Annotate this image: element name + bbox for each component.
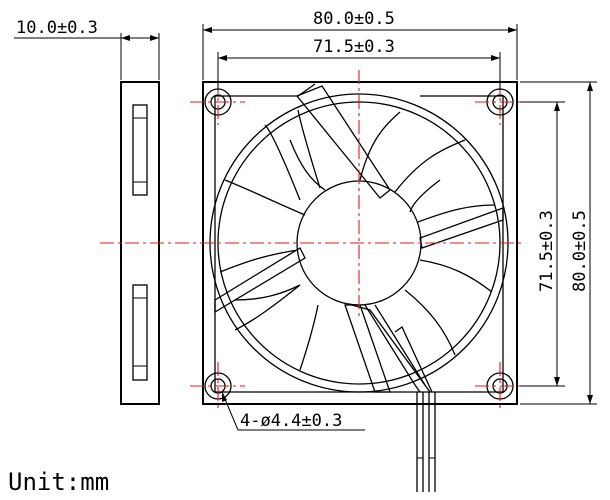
unit-label: Unit:mm (8, 468, 109, 496)
front-view: 80.0±0.5 71.5±0.3 71.5±0.3 80.0±0.5 4-ø4… (100, 9, 597, 492)
side-thickness-label: 10.0±0.3 (16, 18, 98, 38)
side-slot-top (132, 104, 148, 196)
lead-wires (364, 304, 436, 492)
frame-width-label: 80.0±0.5 (313, 9, 395, 29)
hole-pitch-h-label: 71.5±0.3 (313, 37, 395, 57)
frame-height-label: 80.0±0.5 (570, 210, 590, 292)
mount-hole-label: 4-ø4.4±0.3 (240, 411, 342, 431)
fan-blades (219, 109, 496, 371)
corner-bosses (204, 88, 514, 400)
side-view: 10.0±0.3 (14, 18, 160, 405)
center-lines (100, 70, 528, 410)
side-slot-bottom (132, 284, 148, 381)
hole-pitch-v-label: 71.5±0.3 (537, 210, 557, 292)
